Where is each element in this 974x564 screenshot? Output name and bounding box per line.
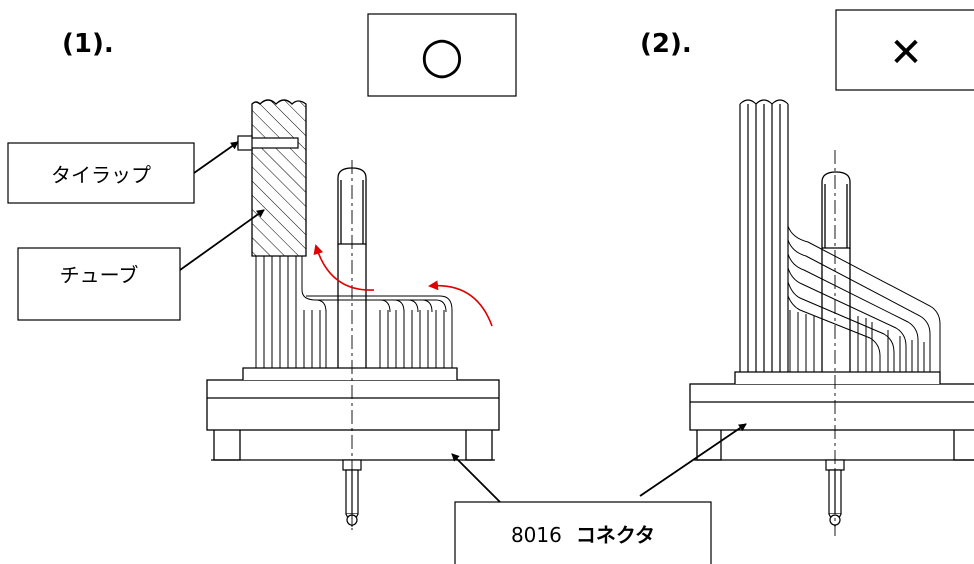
red-curved-arrow-left: [313, 244, 375, 291]
connector-label: 8016 コネクタ: [511, 523, 655, 547]
panel-1-connector-body: [206, 367, 500, 461]
panel-2-number: (2).: [640, 29, 692, 59]
panel-2-guide-pin: [821, 171, 851, 372]
tube-leader-arrow: [179, 209, 265, 271]
ng-cross-symbol: ✕: [889, 30, 923, 76]
tie-wrap-leader-arrow: [193, 141, 239, 174]
connector-leader-arrow-right: [639, 423, 747, 497]
connector-callout: 8016 コネクタ: [451, 423, 747, 564]
panel-2-connector-body: [689, 371, 974, 461]
panel-2-wire-bundle: [787, 225, 941, 372]
tube-callout: チューブ: [17, 209, 265, 321]
panel-1-tube: [237, 99, 307, 257]
red-curved-arrow-right: [428, 280, 493, 327]
panel-2-verdict-box: ✕: [835, 9, 974, 91]
tie-wrap-callout: タイラップ: [7, 141, 239, 204]
panel-1-bend-arrows: [313, 244, 493, 327]
tie-wrap-label: タイラップ: [51, 163, 151, 187]
ok-circle-symbol: ○: [420, 26, 464, 84]
connector-word: コネクタ: [576, 523, 655, 547]
panel-1-verdict-box: ○: [367, 13, 517, 97]
panel-1-number: (1).: [62, 29, 114, 59]
panel-1: (1). ○: [62, 13, 517, 530]
connector-number: 8016: [511, 523, 562, 547]
panel-2: (2). ✕: [640, 9, 974, 536]
panel-1-wire-bundle: [255, 256, 453, 368]
connector-leader-arrow-left: [451, 453, 501, 503]
tube-label: チューブ: [60, 263, 139, 287]
panel-2-tube: [739, 99, 789, 372]
